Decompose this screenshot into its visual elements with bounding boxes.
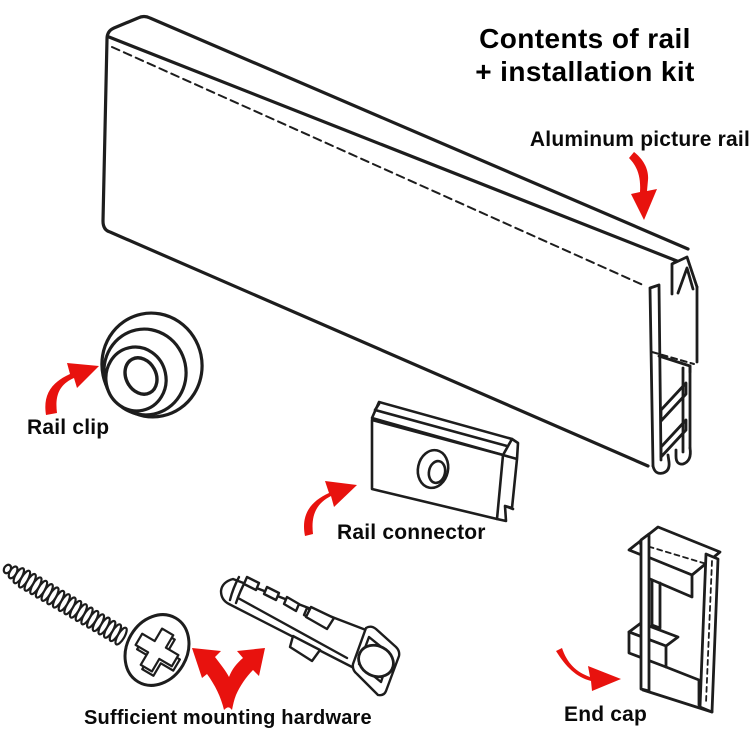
rail-arrow-icon [629, 152, 657, 220]
clip-arrow-icon [45, 363, 99, 415]
label-aluminum-picture-rail: Aluminum picture rail [529, 128, 750, 151]
label-rail-clip: Rail clip [27, 416, 110, 439]
rail-clip-drawing [100, 311, 204, 419]
rail-connector-drawing [370, 400, 520, 523]
wall-plug-drawing [219, 575, 401, 697]
end-cap-drawing [627, 525, 722, 714]
endcap-arrow-icon [556, 648, 621, 691]
page-title-line1: Contents of rail [479, 23, 691, 54]
phillips-recess-icon [134, 627, 181, 677]
label-mounting-hardware: Sufficient mounting hardware [84, 707, 372, 729]
connector-arrow-icon [304, 481, 357, 536]
page-title: Contents of rail + installation kit [415, 22, 750, 88]
label-rail-connector: Rail connector [337, 521, 486, 544]
screw-drawing [2, 563, 191, 687]
hardware-fork-arrow-icon [192, 648, 265, 710]
page-title-line2: + installation kit [475, 56, 695, 87]
aluminum-picture-rail-drawing [101, 14, 699, 475]
label-end-cap: End cap [564, 703, 648, 726]
